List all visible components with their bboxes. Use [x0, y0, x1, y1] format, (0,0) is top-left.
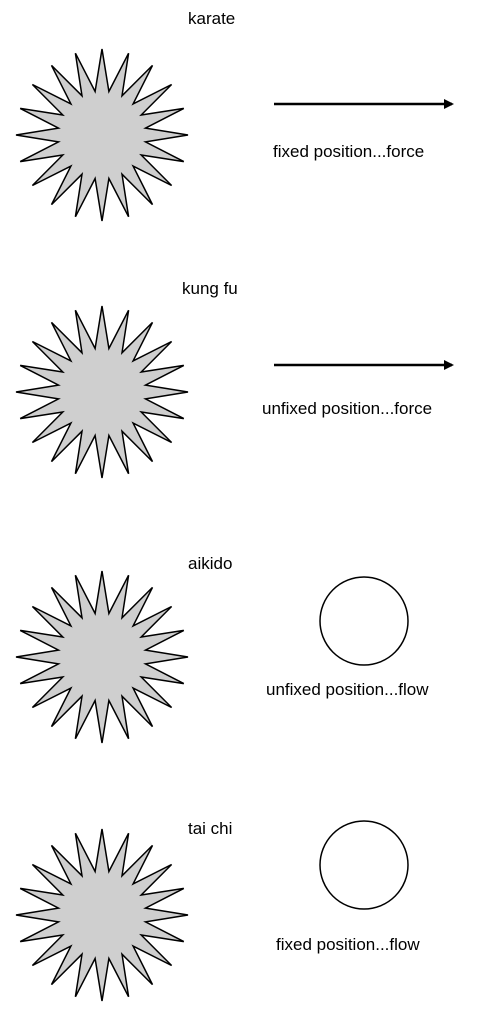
starburst-icon [15, 570, 189, 744]
caption-label: unfixed position...flow [266, 680, 429, 699]
flow-circle-icon [319, 576, 409, 666]
starburst-icon [15, 48, 189, 222]
style-name-label: karate [188, 9, 235, 28]
flow-circle-icon [319, 820, 409, 910]
caption-label: fixed position...force [273, 142, 424, 161]
style-name-label: aikido [188, 554, 232, 573]
panel-tai-chi: tai chi fixed position...flow [15, 819, 420, 1002]
starburst-icon [15, 828, 189, 1002]
panel-aikido: aikido unfixed position...flow [15, 554, 429, 744]
caption-label: fixed position...flow [276, 935, 420, 954]
panel-karate: karate fixed position...force [15, 9, 454, 222]
style-name-label: kung fu [182, 279, 238, 298]
style-name-label: tai chi [188, 819, 232, 838]
caption-label: unfixed position...force [262, 399, 432, 418]
panel-kung-fu: kung fu unfixed position...force [15, 279, 454, 479]
starburst-icon [15, 305, 189, 479]
